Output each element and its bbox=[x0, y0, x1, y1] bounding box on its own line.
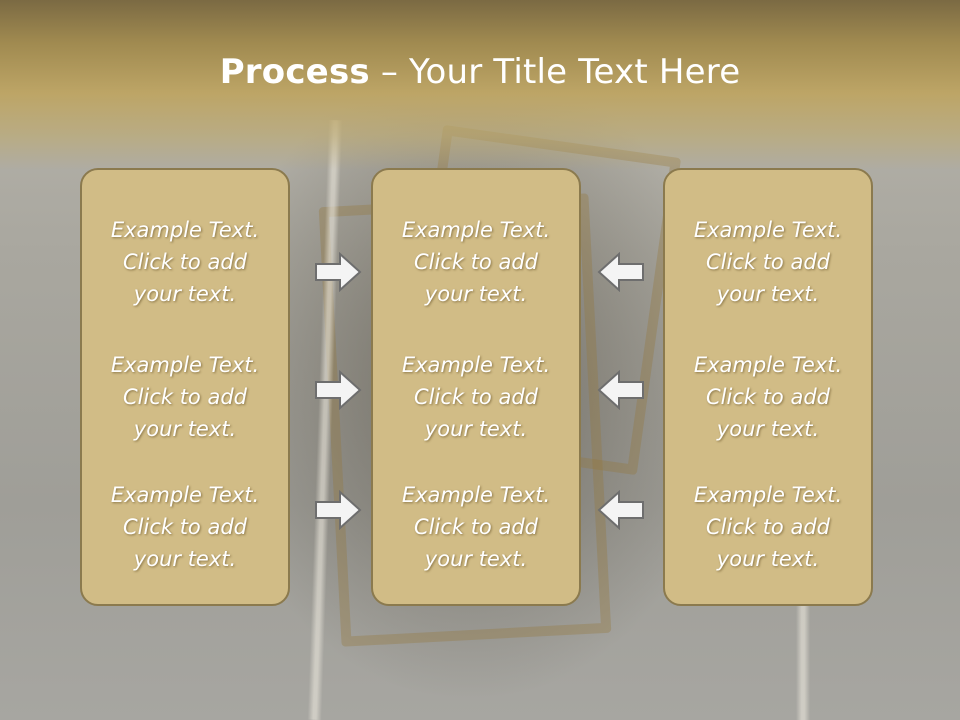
right-arrow-icon[interactable] bbox=[314, 490, 362, 530]
item-line: Click to add bbox=[122, 250, 247, 274]
item-line: your text. bbox=[133, 417, 237, 441]
item-line: Click to add bbox=[705, 250, 830, 274]
item-line: your text. bbox=[716, 417, 820, 441]
item-line: Example Text. bbox=[110, 218, 260, 242]
title-bold-text: Process bbox=[219, 52, 370, 92]
item-line: Example Text. bbox=[110, 353, 260, 377]
panel-text-item[interactable]: Example Text. Click to add your text. bbox=[665, 479, 871, 575]
item-line: your text. bbox=[133, 282, 237, 306]
item-line: Example Text. bbox=[110, 483, 260, 507]
panel-text-item[interactable]: Example Text. Click to add your text. bbox=[82, 214, 288, 310]
panel-text-item[interactable]: Example Text. Click to add your text. bbox=[373, 349, 579, 445]
item-line: your text. bbox=[716, 282, 820, 306]
item-line: Click to add bbox=[413, 250, 538, 274]
item-line: Example Text. bbox=[401, 218, 551, 242]
item-line: Click to add bbox=[413, 515, 538, 539]
process-panel-left[interactable]: Example Text. Click to add your text. Ex… bbox=[80, 168, 290, 606]
panel-text-item[interactable]: Example Text. Click to add your text. bbox=[665, 214, 871, 310]
process-panel-center[interactable]: Example Text. Click to add your text. Ex… bbox=[371, 168, 581, 606]
panel-text-item[interactable]: Example Text. Click to add your text. bbox=[82, 349, 288, 445]
item-line: Example Text. bbox=[693, 483, 843, 507]
item-line: Example Text. bbox=[693, 353, 843, 377]
item-line: Click to add bbox=[122, 385, 247, 409]
item-line: Click to add bbox=[122, 515, 247, 539]
item-line: your text. bbox=[716, 547, 820, 571]
item-line: Example Text. bbox=[401, 353, 551, 377]
panel-text-item[interactable]: Example Text. Click to add your text. bbox=[665, 349, 871, 445]
left-arrow-icon[interactable] bbox=[597, 252, 645, 292]
item-line: your text. bbox=[424, 547, 528, 571]
item-line: Click to add bbox=[705, 515, 830, 539]
title-band bbox=[0, 0, 960, 170]
item-line: Click to add bbox=[413, 385, 538, 409]
panel-text-item[interactable]: Example Text. Click to add your text. bbox=[373, 214, 579, 310]
panel-text-item[interactable]: Example Text. Click to add your text. bbox=[82, 479, 288, 575]
item-line: Example Text. bbox=[401, 483, 551, 507]
left-arrow-icon[interactable] bbox=[597, 490, 645, 530]
panel-text-item[interactable]: Example Text. Click to add your text. bbox=[373, 479, 579, 575]
item-line: your text. bbox=[424, 282, 528, 306]
process-panel-right[interactable]: Example Text. Click to add your text. Ex… bbox=[663, 168, 873, 606]
left-arrow-icon[interactable] bbox=[597, 370, 645, 410]
slide-title[interactable]: Process – Your Title Text Here bbox=[0, 52, 960, 92]
right-arrow-icon[interactable] bbox=[314, 370, 362, 410]
title-rest-text: – Your Title Text Here bbox=[369, 52, 741, 92]
item-line: your text. bbox=[424, 417, 528, 441]
right-arrow-icon[interactable] bbox=[314, 252, 362, 292]
item-line: your text. bbox=[133, 547, 237, 571]
item-line: Click to add bbox=[705, 385, 830, 409]
item-line: Example Text. bbox=[693, 218, 843, 242]
